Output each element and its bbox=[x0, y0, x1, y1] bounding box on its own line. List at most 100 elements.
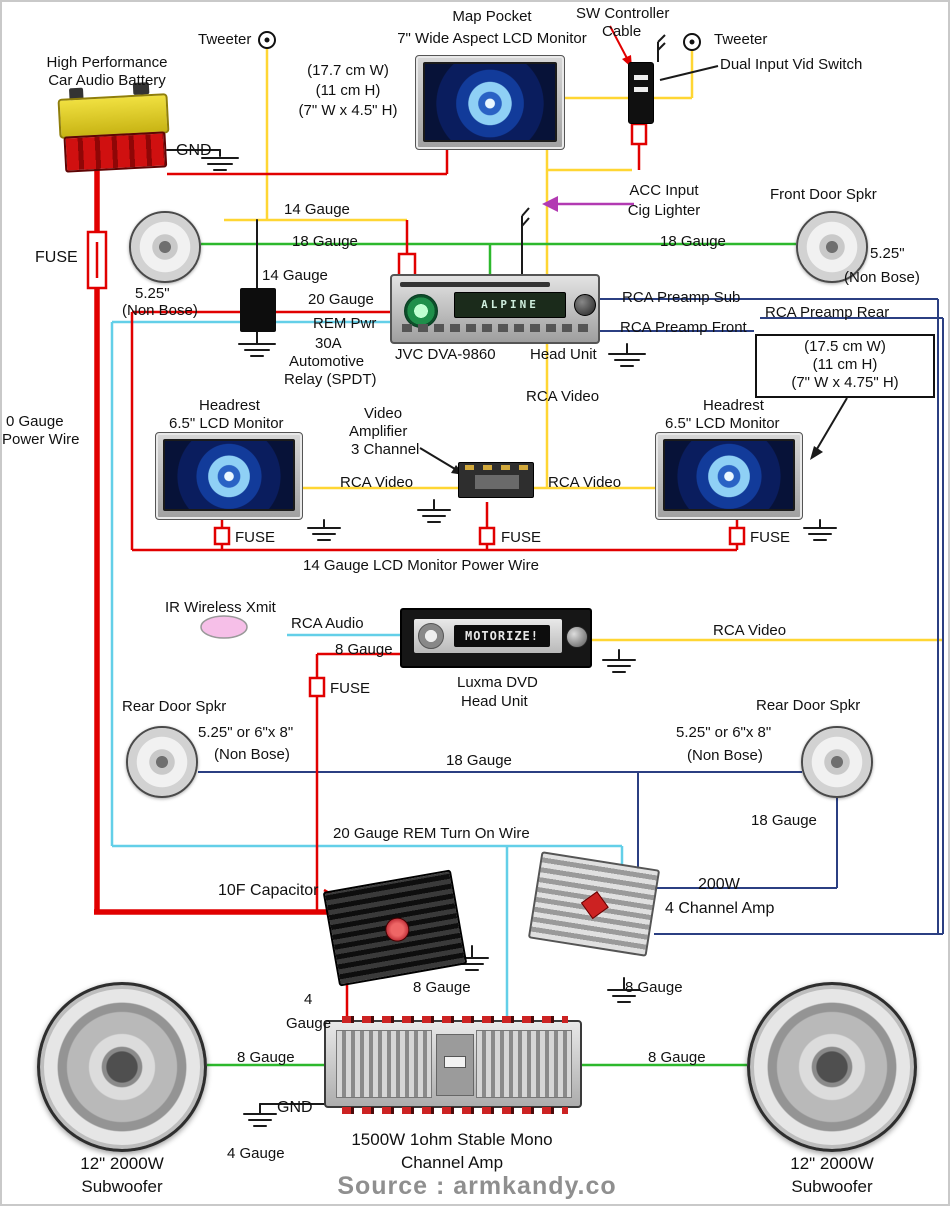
label-rca-video-right: RCA Video bbox=[713, 622, 787, 639]
label-rear-nonbose-right: (Non Bose) bbox=[687, 747, 763, 764]
label-dims2-3: (7" W x 4.75" H) bbox=[791, 374, 899, 391]
label-gnd-bottom: GND bbox=[277, 1099, 313, 1116]
label-ir-xmit: IR Wireless Xmit bbox=[165, 599, 276, 616]
label-head-unit: Head Unit bbox=[530, 346, 597, 363]
label-video-amp-1: Video bbox=[364, 405, 403, 422]
rca-connector bbox=[519, 465, 528, 470]
label-18-gauge-left: 18 Gauge bbox=[292, 233, 358, 250]
label-4-channel-amp: 4 Channel Amp bbox=[665, 900, 775, 917]
label-cig-lighter: Cig Lighter bbox=[627, 202, 701, 219]
label-rca-preamp-rear: RCA Preamp Rear bbox=[765, 304, 890, 321]
label-0-gauge-1: 0 Gauge bbox=[6, 413, 64, 430]
headrest-monitor-left-screen bbox=[163, 439, 295, 511]
label-sub-right-1: 12" 2000W bbox=[790, 1154, 874, 1173]
dvd-display: MOTORIZE! bbox=[454, 625, 550, 647]
battery-cells bbox=[63, 131, 168, 173]
rca-preamp-wires bbox=[198, 298, 944, 935]
volume-knob bbox=[574, 294, 596, 316]
label-sw-controller-2: Cable bbox=[602, 23, 642, 40]
label-8-gauge-sub-right: 8 Gauge bbox=[648, 1049, 706, 1066]
acc-input-arrow bbox=[542, 196, 634, 212]
cd-disc bbox=[404, 294, 438, 328]
label-rca-video-center: RCA Video bbox=[526, 388, 600, 405]
amp-logo bbox=[580, 891, 609, 920]
dual-input-vid-switch bbox=[628, 62, 654, 124]
label-headrest-right-1: Headrest bbox=[703, 397, 764, 414]
label-lcd7-dims-2: (11 cm H) bbox=[315, 82, 381, 99]
label-spkr-nonbose-left: (Non Bose) bbox=[122, 302, 198, 319]
right-subwoofer bbox=[747, 982, 917, 1152]
monitor-dimensions-box bbox=[755, 334, 935, 398]
tweeter-right-icon bbox=[683, 33, 701, 51]
speaker-wires-green bbox=[201, 242, 796, 1067]
label-battery-2: Car Audio Battery bbox=[48, 72, 166, 89]
label-sub-right-2: Subwoofer bbox=[791, 1177, 873, 1196]
label-battery-1: High Performance bbox=[46, 54, 168, 71]
ir-transmitter-icon bbox=[200, 615, 248, 639]
label-headrest-right-2: 6.5" LCD Monitor bbox=[665, 415, 780, 432]
rear-right-door-speaker bbox=[801, 726, 873, 798]
amplifier-4channel bbox=[527, 851, 661, 957]
rca-connector bbox=[501, 465, 510, 470]
label-lcd7-dims-1: (17.7 cm W) bbox=[307, 62, 389, 79]
label-video-amp-3: 3 Channel bbox=[351, 441, 420, 458]
label-video-amp-2: Amplifier bbox=[349, 423, 408, 440]
label-sw-controller-1: SW Controller bbox=[576, 5, 670, 22]
heatsink-fins bbox=[336, 1030, 432, 1098]
rear-left-door-speaker bbox=[126, 726, 198, 798]
rca-connector bbox=[465, 465, 474, 470]
label-dims2-1: (17.5 cm W) bbox=[804, 338, 886, 355]
left-subwoofer bbox=[37, 982, 207, 1152]
label-18-gauge-rear-right: 18 Gauge bbox=[751, 812, 817, 829]
dvd-cd-disc bbox=[418, 623, 444, 649]
headrest-monitor-right-screen bbox=[663, 439, 795, 511]
label-fuse-monitor-center: FUSE bbox=[501, 529, 542, 546]
label-sub-left-1: 12" 2000W bbox=[80, 1154, 164, 1173]
label-dims2-2: (11 cm H) bbox=[812, 356, 878, 373]
terminal-strip bbox=[342, 1107, 568, 1114]
label-rear-door-left: Rear Door Spkr bbox=[122, 698, 227, 715]
label-headrest-left-2: 6.5" LCD Monitor bbox=[169, 415, 284, 432]
label-rca-audio: RCA Audio bbox=[291, 615, 364, 632]
label-jvc-model: JVC DVA-9860 bbox=[395, 346, 496, 363]
label-rem-turn-on: 20 Gauge REM Turn On Wire bbox=[333, 825, 530, 842]
wide-lcd-monitor bbox=[415, 55, 565, 150]
watermark: Source : armkandy.co bbox=[337, 1172, 617, 1200]
heatsink-fins bbox=[476, 1030, 572, 1098]
fuse-symbols bbox=[86, 122, 746, 698]
label-rca-preamp-front: RCA Preamp Front bbox=[620, 319, 747, 336]
label-fuse-dvd: FUSE bbox=[330, 680, 371, 697]
label-relay-30a: 30A bbox=[315, 335, 342, 352]
label-dual-input-vid-switch: Dual Input Vid Switch bbox=[720, 56, 863, 73]
label-8-gauge-dvd: 8 Gauge bbox=[335, 641, 393, 658]
label-spkr-size-left: 5.25" bbox=[135, 285, 170, 302]
label-relay-automotive: Automotive bbox=[289, 353, 365, 370]
headrest-monitor-right bbox=[655, 432, 803, 520]
label-fuse-monitor-left: FUSE bbox=[235, 529, 276, 546]
dvd-display-text: MOTORIZE! bbox=[464, 629, 540, 643]
terminal-strip bbox=[342, 1016, 568, 1023]
tweeter-left-icon bbox=[258, 31, 276, 49]
label-200w: 200W bbox=[698, 876, 740, 893]
head-unit-display-text: ALPINE bbox=[481, 298, 539, 311]
label-fuse-monitor-right: FUSE bbox=[750, 529, 791, 546]
label-rem-pwr: REM Pwr bbox=[313, 315, 377, 332]
label-rear-nonbose-left: (Non Bose) bbox=[214, 746, 290, 763]
rca-connector bbox=[483, 465, 492, 470]
label-monitor-power-wire: 14 Gauge LCD Monitor Power Wire bbox=[303, 557, 539, 574]
label-front-door-spkr: Front Door Spkr bbox=[770, 186, 877, 203]
head-unit-display: ALPINE bbox=[454, 292, 566, 318]
label-8-gauge-amp-right: 8 Gauge bbox=[625, 979, 683, 996]
antennas-and-pointers bbox=[419, 34, 848, 475]
label-rear-door-right: Rear Door Spkr bbox=[756, 697, 861, 714]
video-amp-panel bbox=[475, 475, 519, 489]
label-capacitor: 10F Capacitor bbox=[218, 882, 319, 899]
label-fuse-main: FUSE bbox=[35, 249, 78, 266]
label-mono-amp-1: 1500W 1ohm Stable Mono bbox=[351, 1130, 553, 1149]
label-luxma-2: Head Unit bbox=[461, 693, 528, 710]
label-rca-preamp-sub: RCA Preamp Sub bbox=[622, 289, 741, 306]
label-mono-amp-2: Channel Amp bbox=[400, 1153, 504, 1172]
label-lcd7-title: 7" Wide Aspect LCD Monitor bbox=[397, 30, 587, 47]
label-map-pocket: Map Pocket bbox=[452, 8, 532, 25]
switch-slot bbox=[634, 75, 648, 80]
